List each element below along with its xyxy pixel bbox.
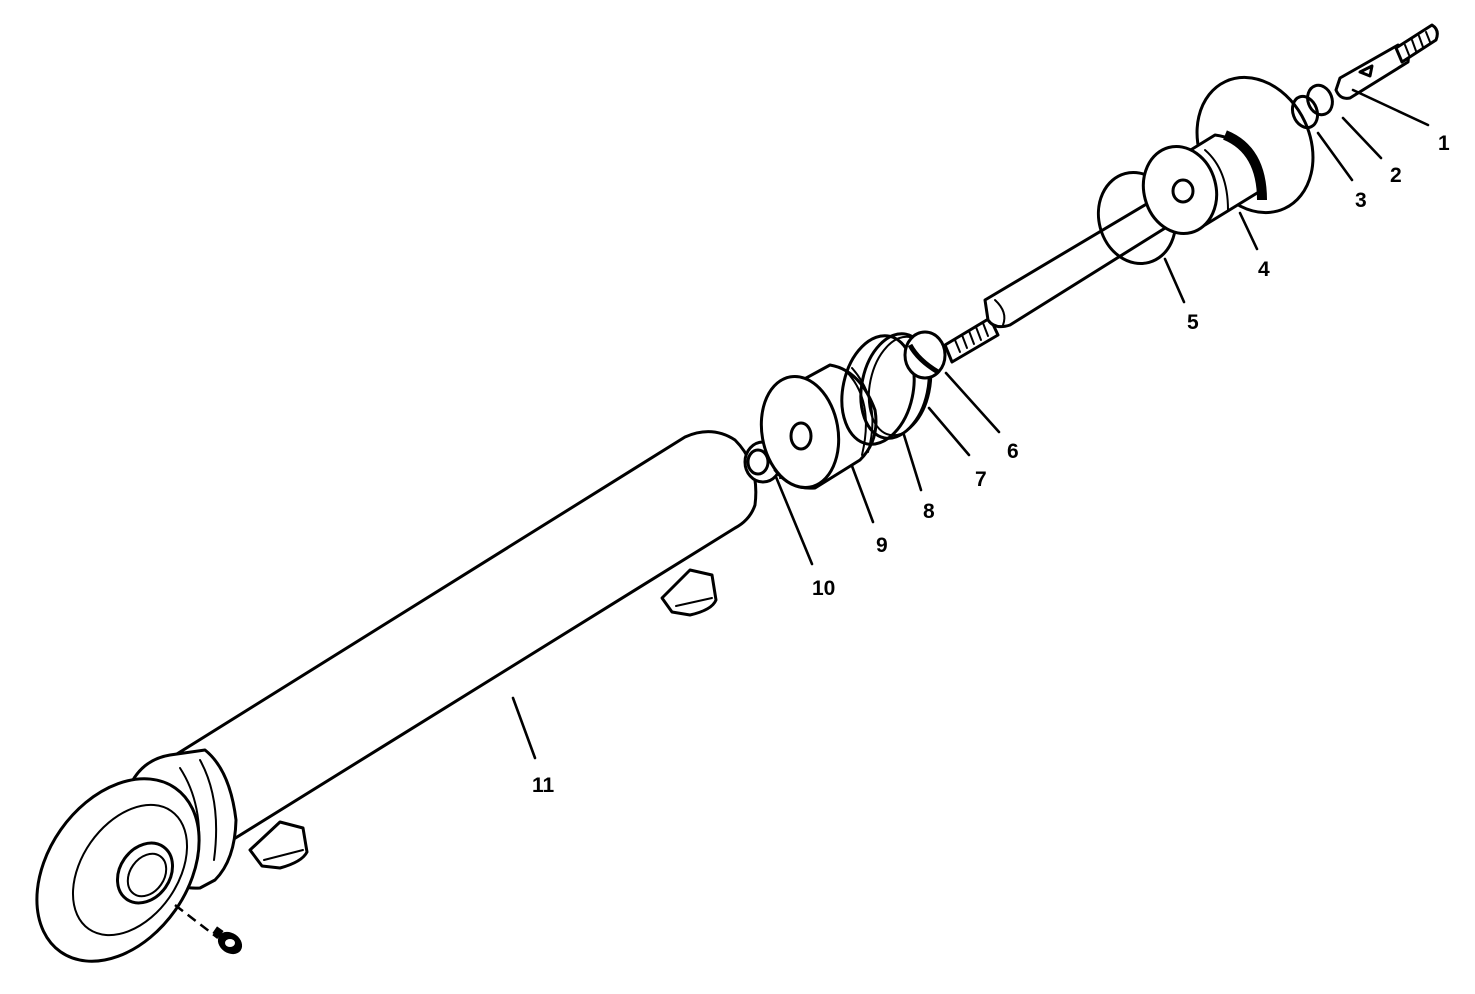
leader-line-4 — [1238, 211, 1259, 251]
leader-line-11 — [511, 696, 537, 760]
callout-1: 1 — [1438, 132, 1450, 155]
piston-seal-rings — [840, 332, 933, 446]
callout-9: 9 — [876, 534, 888, 557]
callout-5: 5 — [1187, 311, 1199, 334]
callout-2: 2 — [1390, 164, 1402, 187]
callout-6: 6 — [1007, 440, 1019, 463]
callout-4: 4 — [1258, 258, 1270, 281]
piston — [759, 363, 878, 490]
cylinder-head-gland — [1141, 75, 1315, 236]
leader-line-1 — [1351, 88, 1430, 127]
leader-line-6 — [944, 371, 1001, 434]
leader-line-10 — [774, 475, 814, 566]
callout-leaders — [511, 88, 1430, 760]
leader-line-7 — [927, 406, 971, 457]
threaded-stud — [1334, 23, 1439, 100]
leader-line-5 — [1163, 257, 1186, 304]
leader-line-2 — [1341, 116, 1383, 160]
callout-7: 7 — [975, 468, 987, 491]
callout-10: 10 — [812, 577, 836, 600]
leader-line-9 — [850, 464, 875, 524]
piston-rod — [943, 194, 1173, 364]
cylinder-barrel — [35, 430, 758, 963]
callout-3: 3 — [1355, 189, 1367, 212]
small-seals — [1290, 83, 1334, 130]
leader-line-3 — [1316, 131, 1354, 182]
grease-fitting — [174, 904, 243, 955]
callout-8: 8 — [923, 500, 935, 523]
leader-line-8 — [902, 433, 923, 492]
spacer — [903, 330, 947, 380]
callout-11: 11 — [532, 774, 555, 797]
